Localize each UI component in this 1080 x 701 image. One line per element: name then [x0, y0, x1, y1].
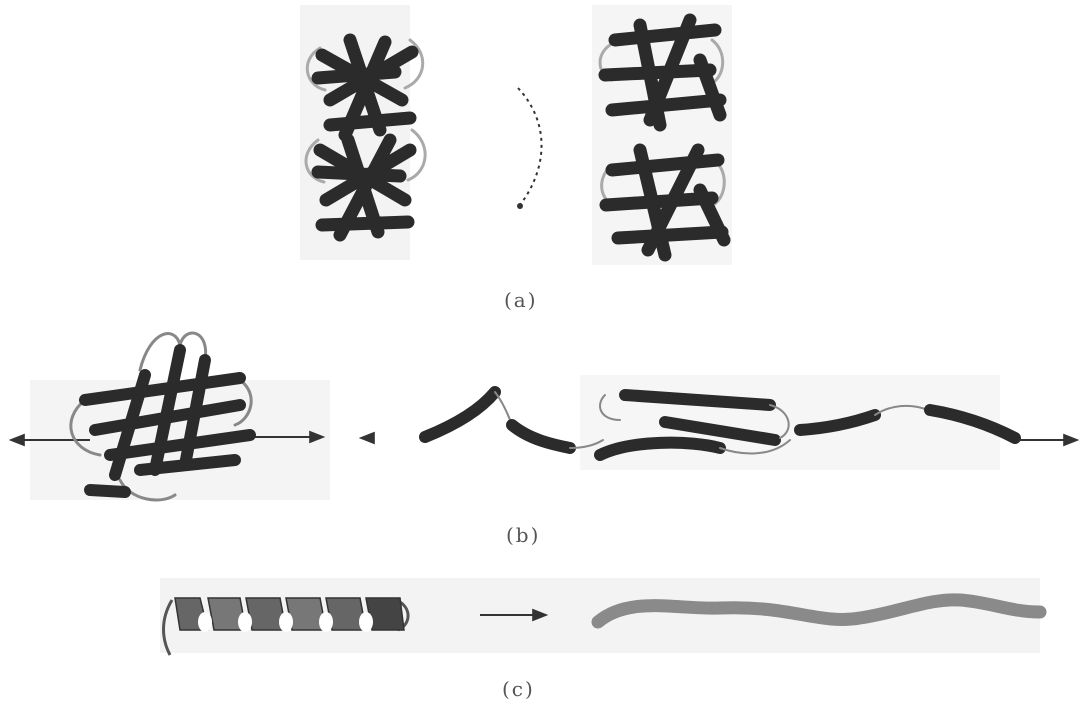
- panel-label-a: (a): [504, 288, 538, 312]
- monomer-bottom: [602, 150, 725, 255]
- panel-b-shade-right: [580, 375, 1000, 470]
- dissociation-arrow-tip: [517, 203, 523, 209]
- panel-label-c: (c): [502, 677, 535, 701]
- dissociation-arrow: [518, 88, 542, 205]
- panel-b-unfolding: [12, 333, 1076, 500]
- panel-a-dimer: [300, 5, 732, 265]
- panel-label-b: (b): [506, 523, 540, 547]
- panel-c-helix-coil: [160, 578, 1040, 655]
